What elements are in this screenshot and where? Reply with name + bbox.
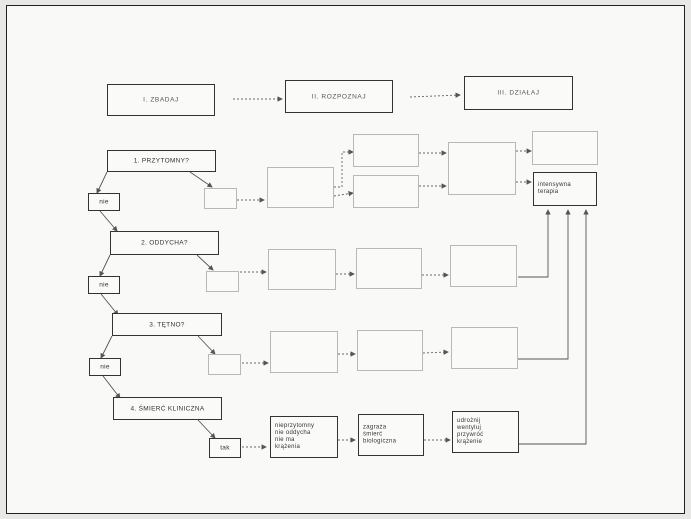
blank-box bbox=[267, 167, 334, 208]
question-conscious-label: 1. PRZYTOMNY? bbox=[133, 157, 190, 165]
recognition-box: nieprzytomny nie oddycha nie ma krążenia bbox=[270, 416, 338, 458]
answer-yes-box-blank bbox=[204, 188, 237, 209]
question-pulse-box: 3. TĘTNO? bbox=[112, 313, 222, 336]
answer-no-box: nie bbox=[88, 193, 120, 211]
step-recognize-box: II. ROZPOZNAJ bbox=[285, 80, 393, 113]
step-recognize-label: II. ROZPOZNAJ bbox=[311, 93, 367, 100]
biological-death-label: zagraża śmierć biologiczna bbox=[363, 424, 397, 445]
blank-box bbox=[270, 331, 338, 373]
resuscitation-actions-box: udrożnij wentyluj przywróć krążenie bbox=[452, 411, 519, 453]
blank-box bbox=[450, 245, 517, 287]
blank-box bbox=[268, 249, 336, 290]
question-breathing-box: 2. ODDYCHA? bbox=[110, 231, 219, 255]
answer-no-label: nie bbox=[99, 198, 109, 206]
biological-death-box: zagraża śmierć biologiczna bbox=[358, 414, 424, 456]
blank-box bbox=[356, 248, 422, 289]
recognition-label: nieprzytomny nie oddycha nie ma krążenia bbox=[275, 423, 315, 450]
answer-yes-label: tak bbox=[220, 444, 230, 452]
intensive-therapy-label: intensywna terapia bbox=[538, 182, 572, 195]
step-examine-label: I. ZBADAJ bbox=[143, 96, 179, 104]
blank-box bbox=[451, 327, 518, 369]
answer-no-box: nie bbox=[88, 276, 120, 294]
blank-box bbox=[532, 131, 598, 165]
intensive-therapy-box: intensywna terapia bbox=[533, 172, 597, 206]
answer-no-label: nie bbox=[99, 281, 109, 289]
blank-box bbox=[353, 134, 419, 167]
answer-no-label: nie bbox=[100, 363, 110, 371]
step-act-box: III. DZIAŁAJ bbox=[464, 76, 573, 110]
question-pulse-label: 3. TĘTNO? bbox=[149, 321, 185, 328]
blank-box bbox=[357, 330, 423, 371]
blank-box bbox=[353, 175, 419, 208]
question-clinical-death-label: 4. ŚMIERĆ KLINICZNA bbox=[130, 405, 205, 412]
answer-yes-box: tak bbox=[209, 438, 241, 458]
resuscitation-actions-label: udrożnij wentyluj przywróć krążenie bbox=[457, 418, 484, 445]
answer-no-box: nie bbox=[89, 358, 121, 376]
answer-yes-box-blank bbox=[208, 354, 241, 375]
question-conscious-box: 1. PRZYTOMNY? bbox=[107, 150, 216, 172]
answer-yes-box-blank bbox=[206, 271, 239, 292]
blank-box bbox=[448, 142, 516, 195]
question-clinical-death-box: 4. ŚMIERĆ KLINICZNA bbox=[113, 397, 222, 420]
question-breathing-label: 2. ODDYCHA? bbox=[141, 239, 188, 247]
step-examine-box: I. ZBADAJ bbox=[107, 84, 215, 116]
step-act-label: III. DZIAŁAJ bbox=[497, 89, 540, 97]
